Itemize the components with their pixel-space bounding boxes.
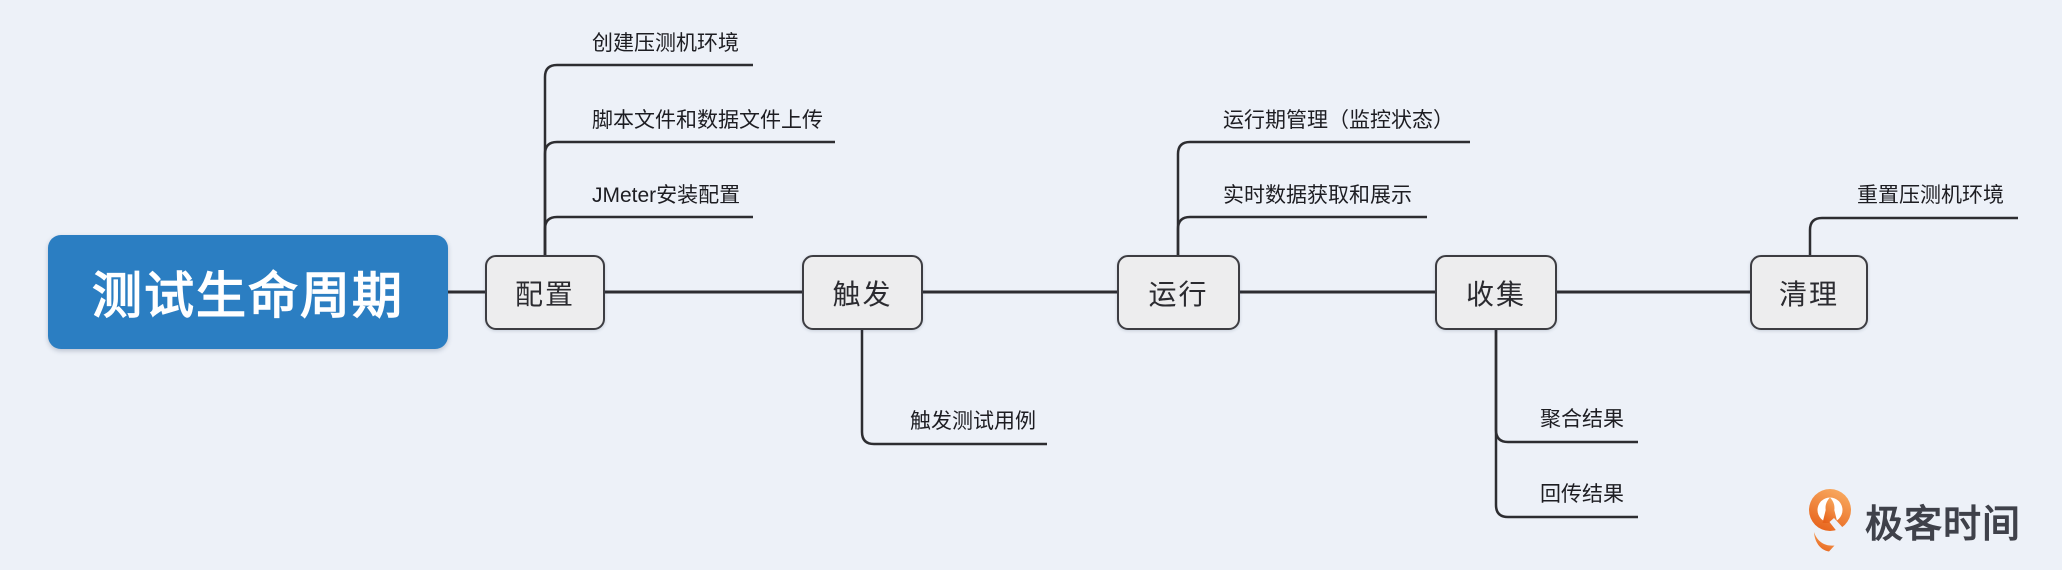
branch-label-trigger-testcase[interactable]: 触发测试用例: [910, 410, 1036, 433]
brand-name: 极客时间: [1865, 504, 2022, 546]
branch-line-run-2: [1176, 215, 1427, 256]
root-node-test-lifecycle[interactable]: 测试生命周期: [48, 235, 448, 349]
stage-label: 运行: [1148, 278, 1209, 310]
branch-label-jmeter-install[interactable]: JMeter安装配置: [592, 184, 741, 207]
branch-line-configure-3: [543, 215, 753, 256]
geektime-icon: [1809, 489, 1851, 552]
branch-label-runtime-management[interactable]: 运行期管理（监控状态）: [1223, 109, 1454, 132]
stage-node-collect[interactable]: 收集: [1435, 255, 1557, 330]
stage-label: 配置: [514, 278, 575, 310]
branch-label-realtime-data[interactable]: 实时数据获取和展示: [1223, 184, 1412, 207]
branch-label-reset-env[interactable]: 重置压测机环境: [1857, 184, 2004, 207]
branch-label-aggregate-results[interactable]: 聚合结果: [1540, 408, 1624, 431]
branch-label-upload-files[interactable]: 脚本文件和数据文件上传: [592, 109, 823, 132]
stage-label: 清理: [1778, 278, 1839, 310]
stage-label: 收集: [1465, 278, 1526, 310]
brand-logo: 极客时间: [1806, 487, 2021, 557]
branch-line-cleanup-1: [1808, 216, 2018, 256]
stage-node-trigger[interactable]: 触发: [802, 255, 923, 330]
branch-line-configure-1: [543, 63, 753, 256]
branch-label-return-results[interactable]: 回传结果: [1540, 483, 1624, 506]
stage-label: 触发: [832, 278, 893, 310]
branch-label-create-env[interactable]: 创建压测机环境: [592, 32, 739, 55]
stage-node-run[interactable]: 运行: [1117, 255, 1240, 330]
stage-node-configure[interactable]: 配置: [485, 255, 605, 330]
stage-node-cleanup[interactable]: 清理: [1750, 255, 1868, 330]
root-node-label: 测试生命周期: [92, 268, 404, 324]
